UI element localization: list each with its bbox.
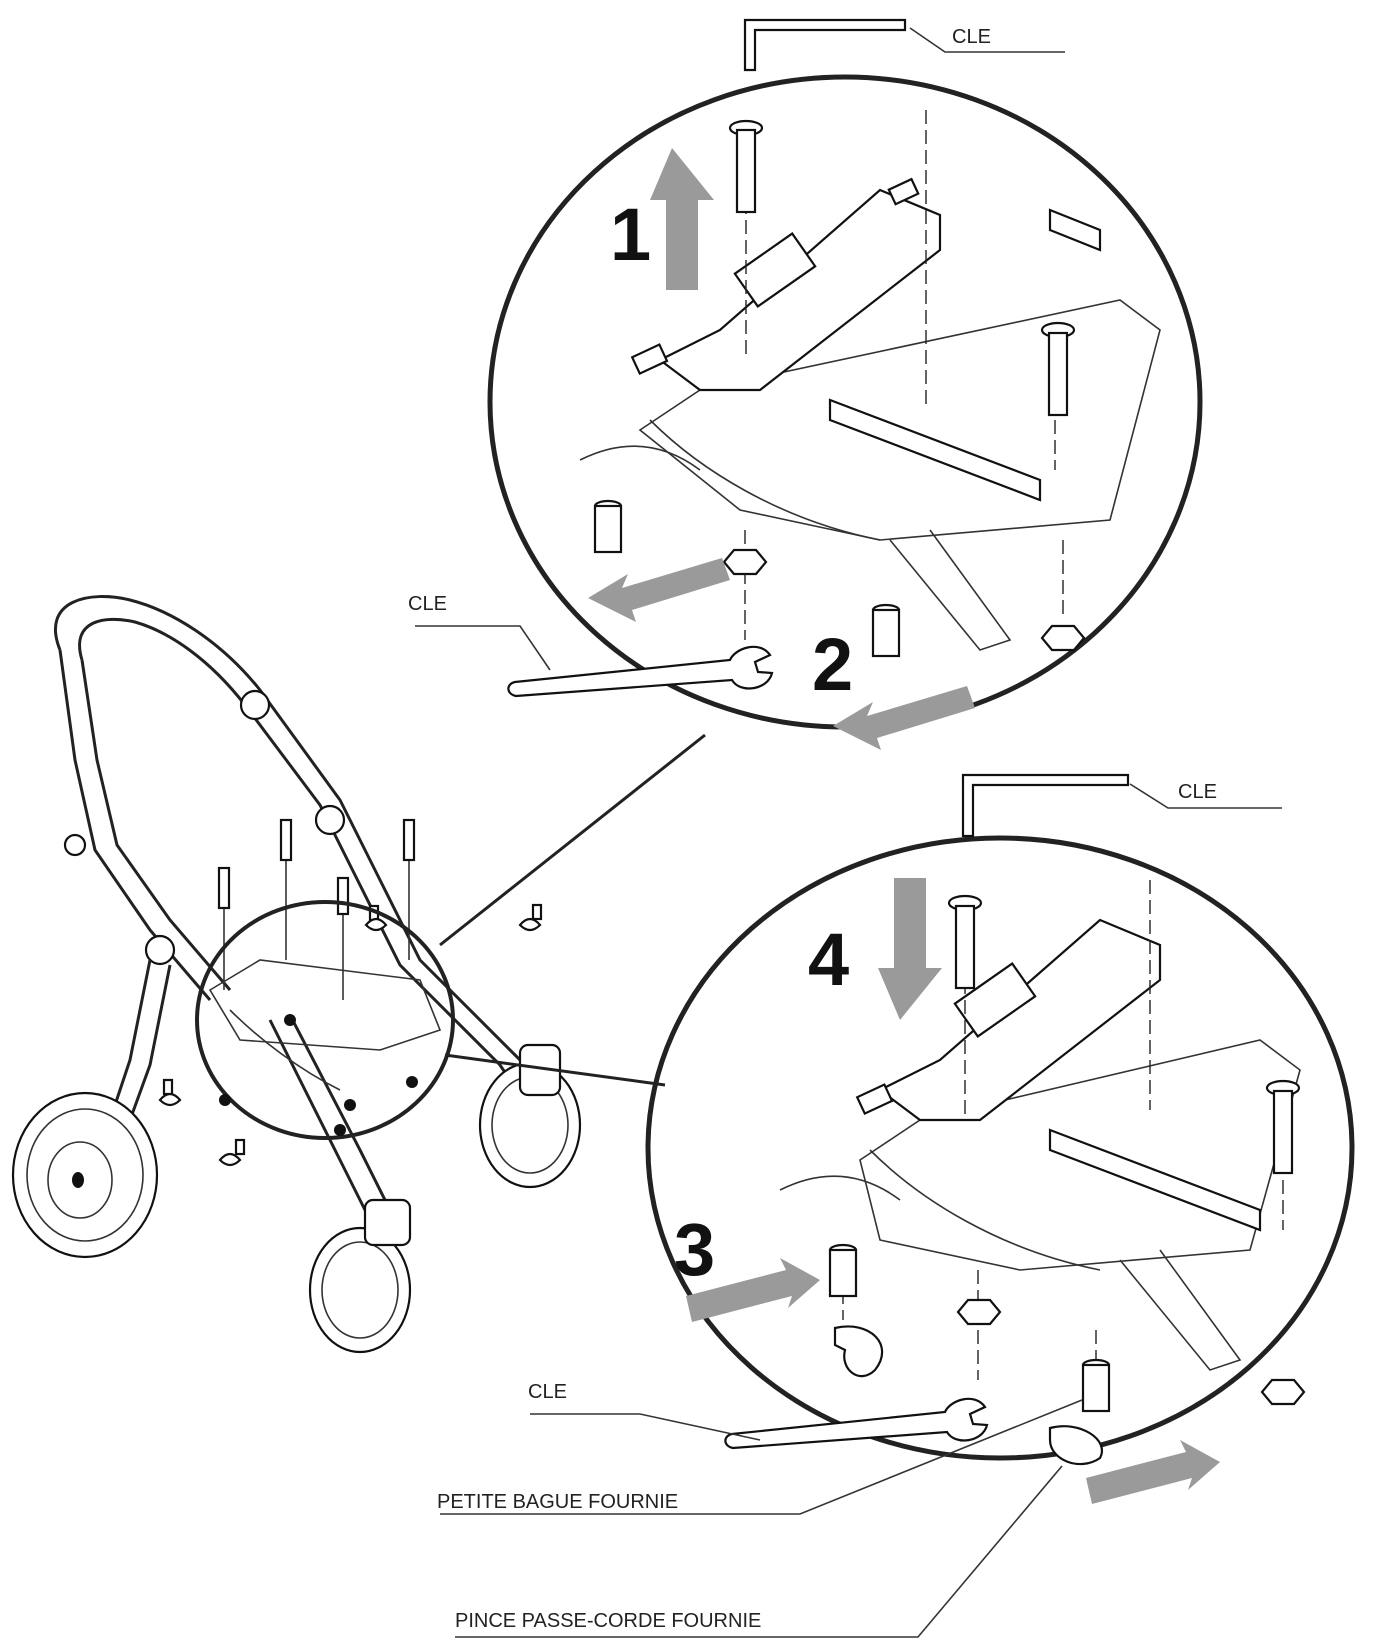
allen-key-lower-icon — [961, 773, 1130, 838]
step-number-2: 2 — [812, 623, 853, 706]
label-cle-middle: CLE — [408, 593, 447, 615]
nut-lower-2 — [1260, 1378, 1306, 1406]
step-number-3: 3 — [674, 1208, 715, 1291]
small-detail-circle — [195, 900, 455, 1140]
rear-wheel-left — [11, 1091, 159, 1259]
screw-upper-1 — [728, 119, 764, 214]
arrow-in-step3b-icon — [1086, 1440, 1220, 1504]
spacer-lower-2 — [1081, 1358, 1111, 1413]
connector-lower — [444, 1053, 666, 1087]
nut-upper-1 — [722, 548, 768, 576]
arrow-down-step4-icon — [878, 878, 942, 1020]
screw-lower-1 — [947, 894, 983, 990]
rope-clip-lower-1 — [833, 1325, 884, 1378]
spacer-upper-1 — [593, 499, 623, 554]
label-pince-passe-corde: PINCE PASSE-CORDE FOURNIE — [455, 1610, 761, 1632]
clips-overview — [158, 903, 543, 1167]
front-wheel — [308, 1198, 412, 1354]
wrench-bottom-icon — [724, 1397, 989, 1450]
spacer-upper-2 — [871, 603, 901, 658]
label-cle-lower-right: CLE — [1178, 781, 1217, 803]
label-cle-top: CLE — [952, 26, 991, 48]
connector-upper — [439, 733, 706, 947]
arrow-out-step2a-icon — [588, 558, 730, 622]
screw-lower-2 — [1265, 1079, 1301, 1175]
spacer-lower-1 — [828, 1243, 858, 1298]
arrow-up-step1-icon — [650, 148, 714, 290]
stroller-frame — [11, 595, 582, 1354]
nut-lower-1 — [956, 1298, 1002, 1326]
screw-upper-2 — [1040, 321, 1076, 417]
wrench-middle-icon — [507, 645, 774, 698]
step-number-1: 1 — [610, 193, 651, 276]
rear-wheel-right — [478, 1043, 582, 1189]
arrow-in-step3a-icon — [686, 1258, 820, 1322]
rope-clip-lower-2 — [1048, 1425, 1103, 1466]
detail-circle-upper: 1 2 — [487, 74, 1203, 750]
nut-upper-2 — [1040, 624, 1086, 652]
label-petite-bague: PETITE BAGUE FOURNIE — [437, 1491, 678, 1513]
arrow-out-step2b-icon — [833, 686, 975, 750]
detail-circle-lower: 4 3 — [645, 835, 1355, 1504]
step-number-4: 4 — [808, 918, 849, 1001]
allen-key-top-icon — [743, 18, 907, 72]
label-cle-bottom: CLE — [528, 1381, 567, 1403]
screws-overview — [217, 818, 416, 1000]
